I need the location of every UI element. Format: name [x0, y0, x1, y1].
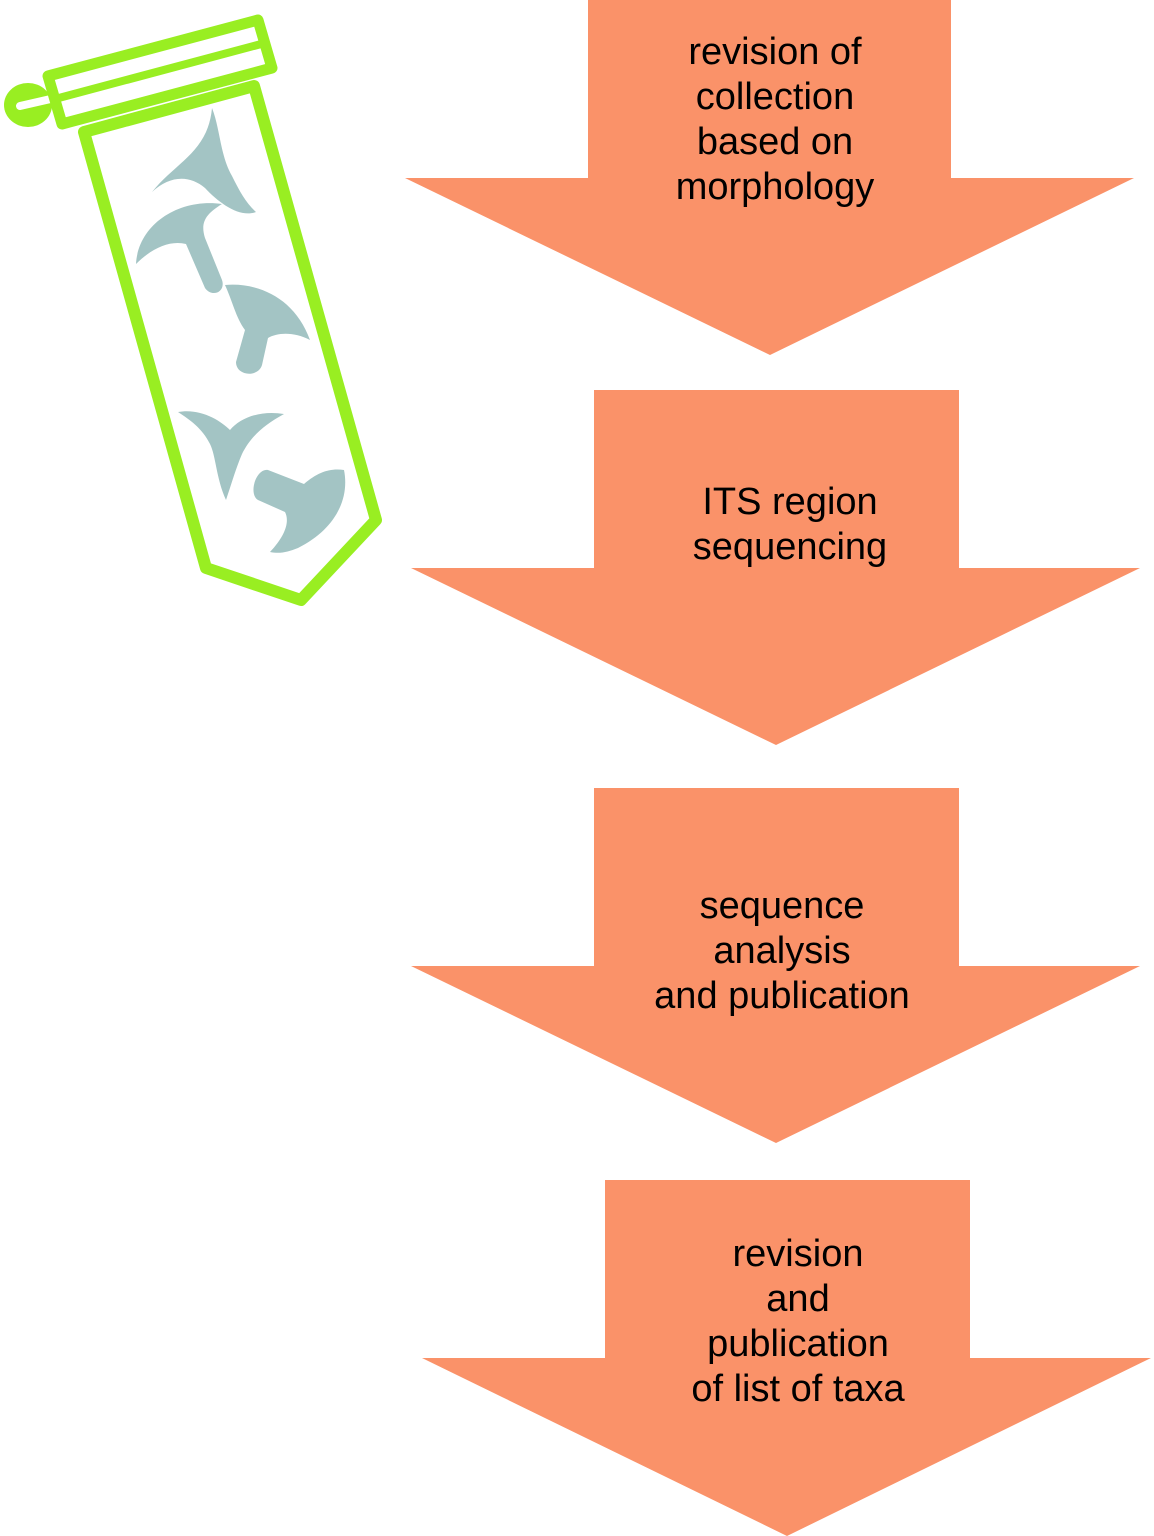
step-4-line-2: and — [766, 1278, 830, 1320]
tube-body — [78, 80, 382, 606]
step-1-line-4: morphology — [675, 166, 875, 208]
step-4-line-1: revision — [732, 1233, 864, 1275]
step-2-line-2: sequencing — [692, 526, 888, 568]
step-4-line-3: publication — [707, 1323, 889, 1365]
arrow-step-3 — [411, 788, 1140, 1143]
step-3-line-2: analysis — [713, 930, 851, 972]
mushroom-icon — [136, 108, 346, 553]
step-4-label: revision and publication of list of taxa — [593, 1232, 1003, 1412]
arrow-step-1 — [405, 0, 1134, 355]
step-4-line-4: of list of taxa — [691, 1368, 905, 1410]
flow-arrows — [405, 0, 1151, 1536]
step-3-line-1: sequence — [699, 885, 865, 927]
arrow-step-4 — [422, 1180, 1151, 1536]
step-1-line-3: based on — [696, 121, 854, 163]
step-1-line-2: collection — [695, 76, 855, 118]
test-tube-with-mushrooms-icon — [4, 14, 382, 606]
step-2-line-1: ITS region — [702, 481, 878, 523]
step-1-label: revision of collection based on morpholo… — [570, 30, 980, 210]
arrow-step-2 — [411, 390, 1140, 745]
step-2-label: ITS region sequencing — [585, 480, 995, 570]
step-3-line-3: and publication — [654, 975, 910, 1017]
step-1-line-1: revision of — [688, 31, 862, 73]
step-3-label: sequence analysis and publication — [577, 884, 987, 1019]
